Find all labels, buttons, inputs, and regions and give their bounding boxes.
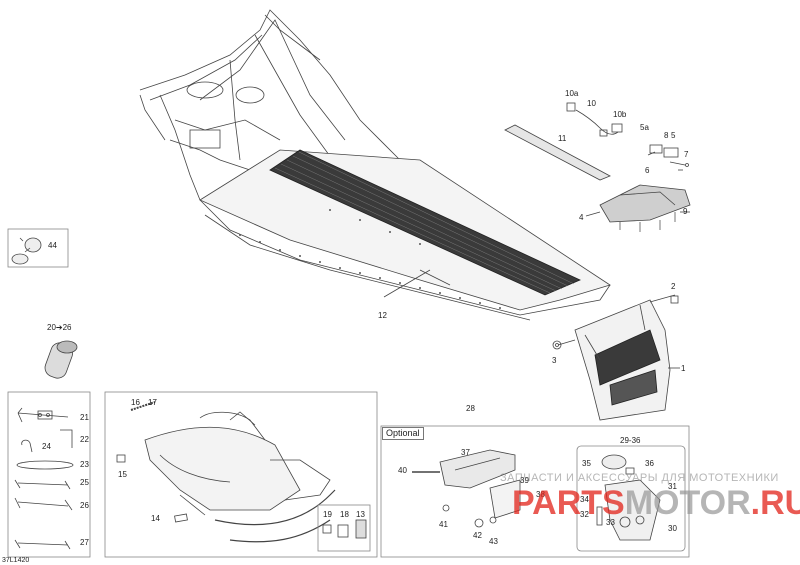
callout-10a: 10a [565, 89, 579, 98]
callout-39: 39 [520, 476, 529, 485]
callout-6: 6 [645, 166, 650, 175]
callout-44: 44 [48, 241, 57, 250]
callout-4: 4 [579, 213, 584, 222]
callout-5: 5 [671, 131, 676, 140]
callout-13: 13 [356, 510, 365, 519]
callout-3: 3 [552, 356, 557, 365]
callout-14: 14 [151, 514, 160, 523]
callout-38: 38 [536, 490, 545, 499]
callout-10: 10 [587, 99, 596, 108]
wiring-harness-drawing [566, 102, 623, 137]
snow-flap-drawing [557, 294, 680, 421]
chassis-frame-drawing [139, 9, 611, 321]
diagram-code: 37L1420 [2, 557, 30, 564]
callout-18: 18 [340, 510, 349, 519]
callout-17: 17 [148, 398, 157, 407]
hitch-drawing [596, 454, 661, 541]
callout-10b: 10b [613, 110, 627, 119]
callout-12: 12 [378, 311, 387, 320]
callout-36: 36 [645, 459, 654, 468]
fastener-2-3-drawing [552, 295, 679, 350]
optional-section-title: Optional [382, 427, 424, 440]
optional-bracket-drawing [412, 449, 521, 528]
callout-24: 24 [42, 442, 51, 451]
callout-35: 35 [582, 459, 591, 468]
callout-8: 8 [664, 131, 669, 140]
callout-21: 21 [80, 413, 89, 422]
callout-41: 41 [439, 520, 448, 529]
callout-5a: 5a [640, 123, 649, 132]
callout-27: 27 [80, 538, 89, 547]
callout-11: 11 [558, 134, 567, 143]
callout-42: 42 [473, 531, 482, 540]
callout-15: 15 [118, 470, 127, 479]
callout-23: 23 [80, 460, 89, 469]
callout-26: 26 [80, 501, 89, 510]
callout-20-26: 20➔26 [47, 323, 72, 332]
rail-strip-drawing [504, 124, 611, 181]
watermark-tagline: ЗАПЧАСТИ И АКСЕССУАРЫ ДЛЯ МОТОТЕХНИКИ [500, 472, 779, 484]
watermark-logo: PARTSMOTOR.RU [512, 484, 800, 523]
callout-31: 31 [668, 482, 677, 491]
small-parts-drawing [322, 519, 367, 539]
callout-22: 22 [80, 435, 89, 444]
callout-43: 43 [489, 537, 498, 546]
callout-25: 25 [80, 478, 89, 487]
callout-37: 37 [461, 448, 470, 457]
tool-set-drawing [14, 407, 74, 550]
callout-16: 16 [131, 398, 140, 407]
callout-1: 1 [681, 364, 686, 373]
tool-bag-drawing [44, 340, 78, 379]
callout-30: 30 [668, 524, 677, 533]
callout-28: 28 [466, 404, 475, 413]
callout-7: 7 [684, 150, 689, 159]
reflector-drawing [11, 237, 42, 265]
watermark-logo-motor: MOTOR [624, 484, 751, 522]
callout-33: 33 [606, 518, 615, 527]
callout-19: 19 [323, 510, 332, 519]
watermark-logo-parts: PARTS [512, 484, 625, 522]
sled-drawing [116, 401, 336, 543]
callout-40: 40 [398, 466, 407, 475]
callout-32: 32 [580, 510, 589, 519]
watermark-logo-ru: .RU [750, 484, 800, 522]
rear-bumper-drawing [585, 184, 691, 232]
callout-34: 34 [580, 495, 589, 504]
taillight-drawing [647, 144, 689, 171]
callout-2: 2 [671, 282, 676, 291]
callout-29-36: 29-36 [620, 436, 641, 445]
callout-9: 9 [683, 207, 688, 216]
